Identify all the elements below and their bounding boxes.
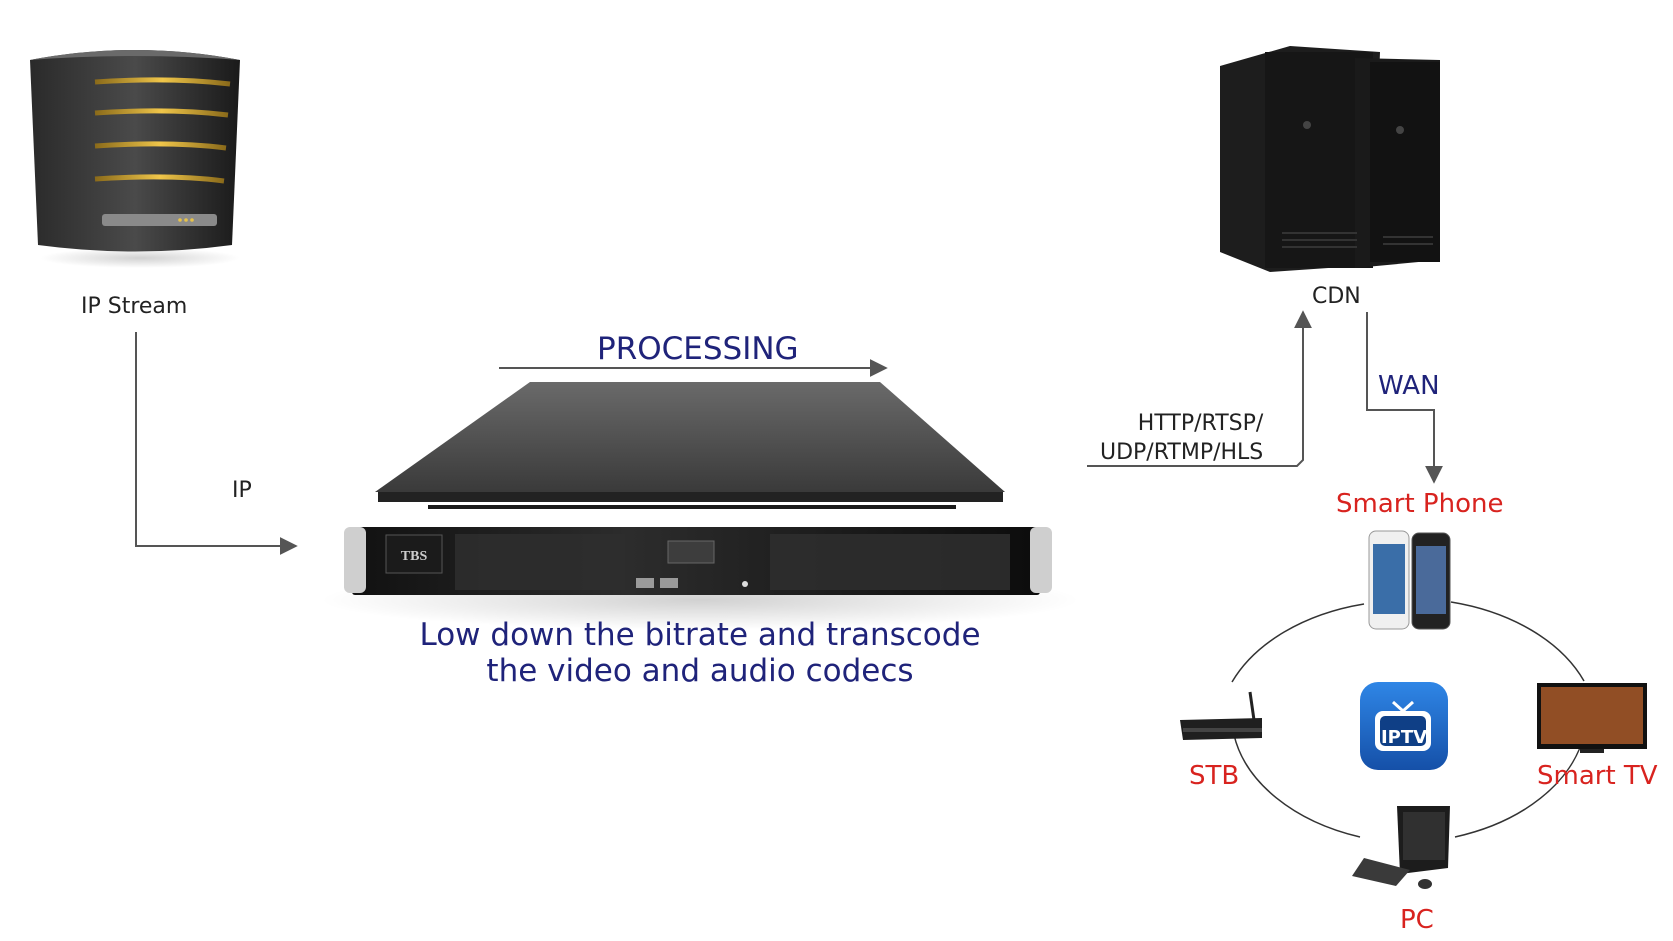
terminal-ring [1231, 601, 1585, 838]
iptv-text: IPTV [1381, 727, 1427, 748]
protocol-line-1: HTTP/RTSP/ [1137, 411, 1264, 436]
stb-label: STB [1189, 761, 1240, 791]
processing-caption: Low down the bitrate and transcode the v… [400, 617, 1000, 689]
server-tower-icon [30, 50, 240, 268]
output-arrow [1087, 310, 1312, 467]
ip-arrow [135, 332, 298, 555]
smart-tv-icon [1537, 683, 1647, 753]
caption-line-2: the video and audio codecs [486, 652, 914, 689]
wan-label: WAN [1378, 371, 1440, 401]
processing-title: PROCESSING [597, 331, 799, 367]
iptv-app-icon [1360, 682, 1448, 770]
pc-label: PC [1400, 905, 1434, 935]
rack-transcoder-icon: TBS [320, 382, 1080, 630]
set-top-box-icon [1180, 691, 1262, 740]
ip-stream-label: IP Stream [81, 294, 188, 319]
svg-text:TBS: TBS [401, 549, 428, 564]
smartphones-icon [1368, 530, 1451, 630]
caption-line-1: Low down the bitrate and transcode [419, 617, 981, 653]
cdn-label: CDN [1312, 284, 1361, 309]
desktop-pc-icon [1352, 806, 1450, 889]
protocol-label: HTTP/RTSP/ UDP/RTMP/HLS [1100, 410, 1263, 467]
smart-phone-label: Smart Phone [1336, 489, 1504, 519]
wan-arrow [1366, 312, 1443, 484]
smart-tv-label: Smart TV [1537, 761, 1658, 791]
protocol-line-2: UDP/RTMP/HLS [1100, 439, 1264, 465]
ip-link-label: IP [232, 478, 252, 503]
iptv-text-overlay: IPTV [1381, 727, 1427, 748]
cdn-servers-icon [1220, 46, 1440, 272]
